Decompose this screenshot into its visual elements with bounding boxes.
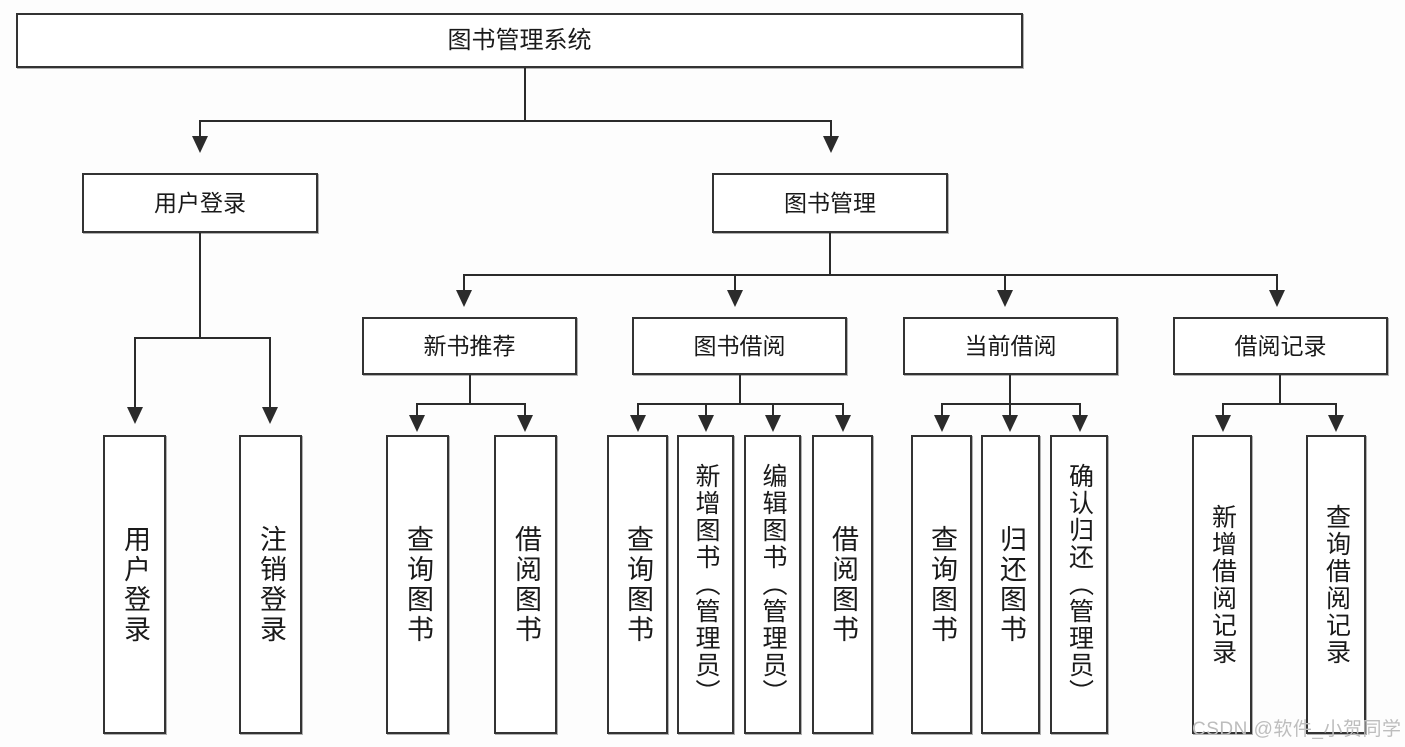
- arrow-to-current-borrow: [997, 290, 1013, 307]
- node-label: 用户登录: [120, 524, 150, 645]
- connector-user-login-drop-1: [134, 337, 136, 409]
- arrow-to-bb-leaf-3: [765, 415, 781, 432]
- connector-cb-drop-3: [1079, 403, 1081, 417]
- leaf-nbr-query-book[interactable]: 查询图书: [386, 435, 449, 734]
- connector-root-drop-right: [830, 120, 832, 138]
- node-label: 新书推荐: [423, 332, 516, 359]
- connector-cb-stem: [1009, 375, 1011, 405]
- node-current-borrow[interactable]: 当前借阅: [903, 317, 1118, 375]
- arrow-to-bb-leaf-4: [835, 415, 851, 432]
- leaf-br-add-record[interactable]: 新增借阅记录: [1192, 435, 1252, 734]
- connector-bm-drop-3: [1004, 274, 1006, 292]
- connector-br-bus: [1222, 403, 1337, 405]
- leaf-logout[interactable]: 注销登录: [239, 435, 302, 734]
- node-label: 查询图书: [623, 524, 653, 645]
- arrow-to-leaf-logout: [262, 407, 278, 424]
- connector-bb-drop-2: [705, 403, 707, 417]
- connector-bm-drop-2: [734, 274, 736, 292]
- connector-bb-drop-1: [637, 403, 639, 417]
- connector-bb-drop-4: [842, 403, 844, 417]
- arrow-to-br-leaf-2: [1328, 415, 1344, 432]
- arrow-to-leaf-user-login: [127, 407, 143, 424]
- node-root-system[interactable]: 图书管理系统: [16, 13, 1023, 68]
- node-label: 编辑图书（管理员）: [759, 463, 787, 706]
- leaf-bb-borrow-book[interactable]: 借阅图书: [812, 435, 873, 734]
- leaf-cb-confirm-return-admin[interactable]: 确认归还（管理员）: [1050, 435, 1108, 734]
- leaf-br-query-record[interactable]: 查询借阅记录: [1306, 435, 1366, 734]
- arrow-to-new-book: [456, 290, 472, 307]
- watermark-text: CSDN @软件_小贺同学: [1192, 719, 1402, 740]
- node-user-login[interactable]: 用户登录: [82, 173, 318, 233]
- connector-br-stem: [1279, 375, 1281, 405]
- node-new-book-recommend[interactable]: 新书推荐: [362, 317, 577, 375]
- connector-root-drop-left: [199, 120, 201, 138]
- arrow-to-br-leaf-1: [1215, 415, 1231, 432]
- leaf-cb-return-book[interactable]: 归还图书: [981, 435, 1040, 734]
- arrow-to-bb-leaf-1: [630, 415, 646, 432]
- node-book-borrow[interactable]: 图书借阅: [632, 317, 847, 375]
- connector-bm-drop-1: [463, 274, 465, 292]
- node-book-manage[interactable]: 图书管理: [712, 173, 948, 233]
- node-label: 图书管理系统: [447, 26, 592, 54]
- arrow-to-book-manage: [823, 136, 839, 153]
- arrow-to-book-borrow: [727, 290, 743, 307]
- node-label: 查询图书: [403, 524, 433, 645]
- node-label: 新增借阅记录: [1208, 503, 1237, 666]
- node-label: 用户登录: [154, 189, 246, 216]
- connector-user-login-stem: [199, 233, 201, 338]
- node-label: 查询借阅记录: [1322, 503, 1351, 666]
- arrow-to-user-login: [192, 136, 208, 153]
- leaf-user-login[interactable]: 用户登录: [103, 435, 166, 734]
- arrow-to-nbr-leaf-2: [517, 415, 533, 432]
- connector-bm-drop-4: [1276, 274, 1278, 292]
- leaf-nbr-borrow-book[interactable]: 借阅图书: [494, 435, 557, 734]
- node-label: 当前借阅: [964, 332, 1057, 359]
- connector-cb-bus: [941, 403, 1081, 405]
- node-label: 注销登录: [256, 524, 286, 645]
- connector-book-manage-stem: [829, 233, 831, 276]
- connector-book-manage-bus: [463, 274, 1278, 276]
- connector-br-drop-1: [1222, 403, 1224, 417]
- connector-br-drop-2: [1335, 403, 1337, 417]
- connector-bb-drop-3: [772, 403, 774, 417]
- leaf-bb-query-book[interactable]: 查询图书: [607, 435, 668, 734]
- connector-cb-drop-1: [941, 403, 943, 417]
- connector-bb-bus: [637, 403, 844, 405]
- node-borrow-records[interactable]: 借阅记录: [1173, 317, 1388, 375]
- arrow-to-nbr-leaf-1: [409, 415, 425, 432]
- connector-nbr-stem: [469, 375, 471, 405]
- connector-bb-stem: [739, 375, 741, 405]
- node-label: 新增图书（管理员）: [692, 463, 720, 706]
- node-label: 查询图书: [927, 524, 957, 645]
- connector-root-bus: [199, 120, 832, 122]
- connector-nbr-drop-1: [416, 403, 418, 417]
- arrow-to-cb-leaf-2: [1002, 415, 1018, 432]
- node-label: 借阅记录: [1234, 332, 1327, 359]
- connector-user-login-bus: [134, 337, 270, 339]
- node-label: 图书管理: [784, 189, 876, 216]
- leaf-bb-add-book-admin[interactable]: 新增图书（管理员）: [677, 435, 734, 734]
- connector-root-stem: [524, 68, 526, 120]
- connector-nbr-bus: [416, 403, 526, 405]
- node-label: 归还图书: [996, 524, 1026, 645]
- leaf-cb-query-book[interactable]: 查询图书: [911, 435, 972, 734]
- arrow-to-bb-leaf-2: [698, 415, 714, 432]
- connector-nbr-drop-2: [524, 403, 526, 417]
- arrow-to-borrow-records: [1269, 290, 1285, 307]
- node-label: 借阅图书: [828, 524, 858, 645]
- leaf-bb-edit-book-admin[interactable]: 编辑图书（管理员）: [744, 435, 801, 734]
- node-label: 图书借阅: [693, 332, 786, 359]
- node-label: 确认归还（管理员）: [1065, 463, 1094, 706]
- connector-user-login-drop-2: [269, 337, 271, 409]
- node-label: 借阅图书: [511, 524, 541, 645]
- arrow-to-cb-leaf-1: [934, 415, 950, 432]
- arrow-to-cb-leaf-3: [1072, 415, 1088, 432]
- connector-cb-drop-2: [1009, 403, 1011, 417]
